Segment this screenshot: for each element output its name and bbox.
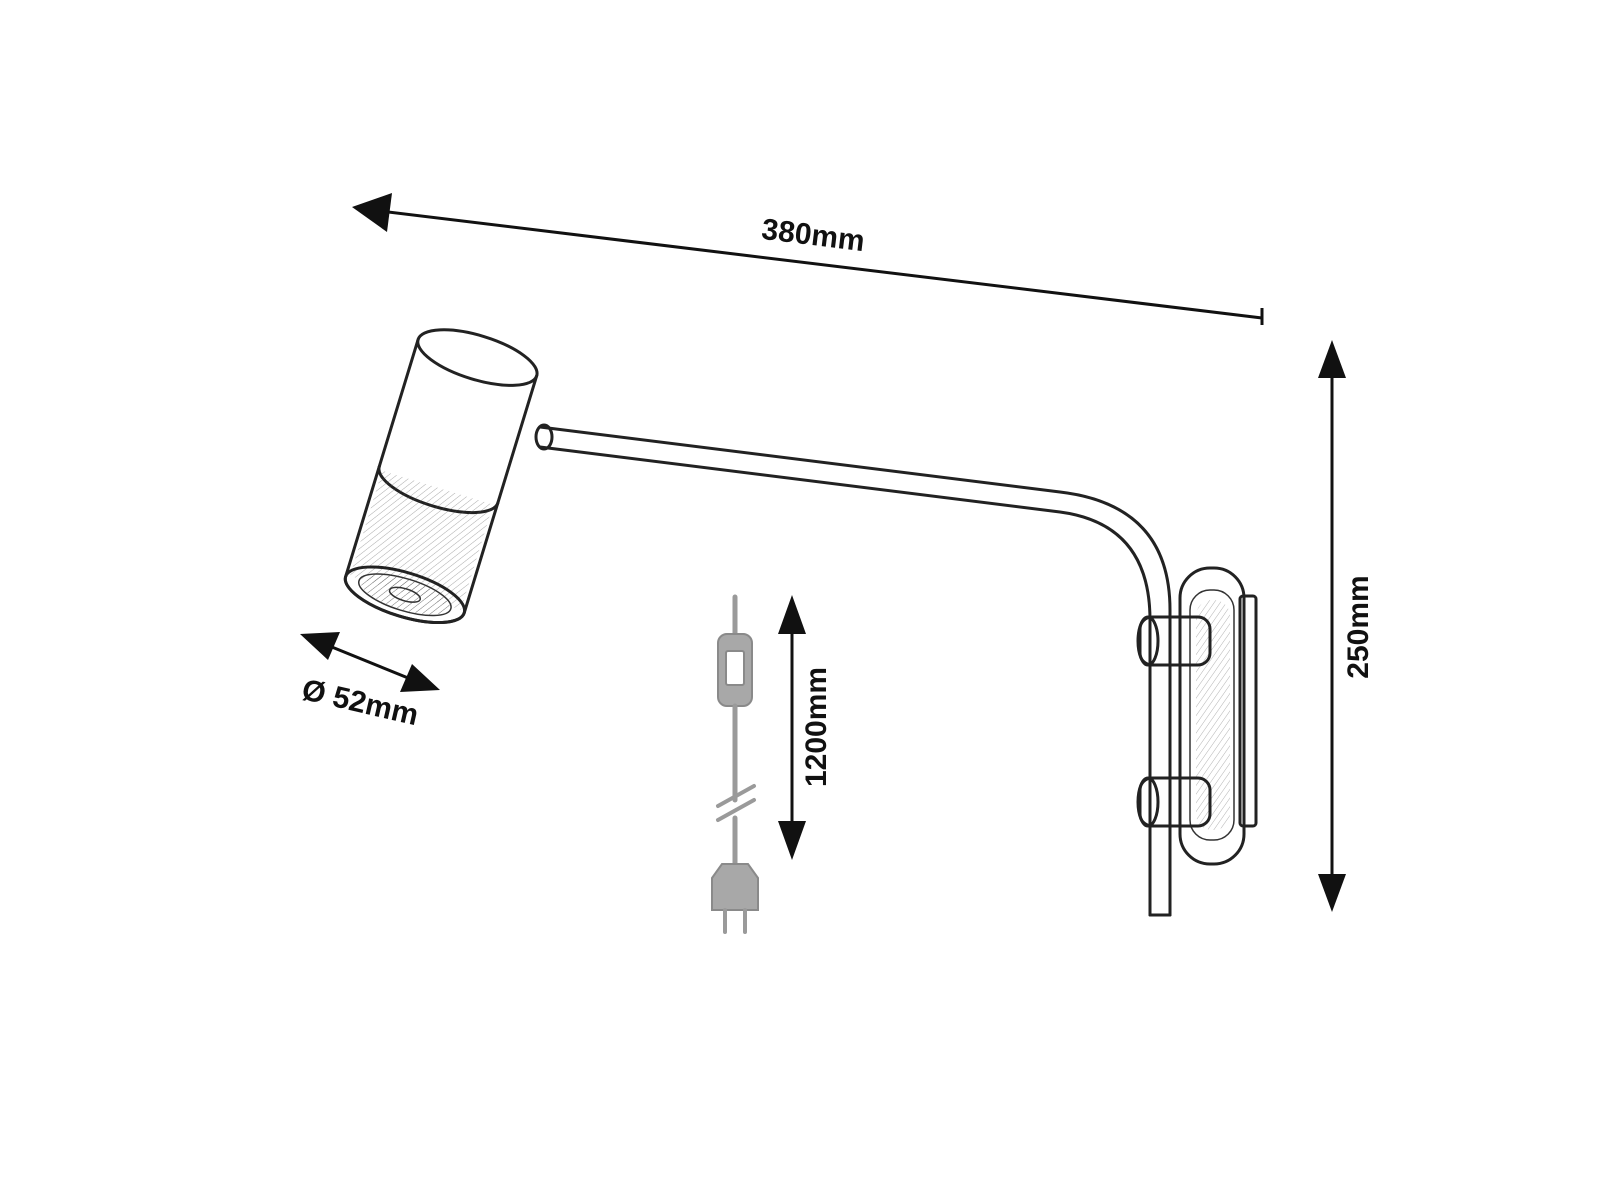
lamp-head-top — [416, 328, 539, 387]
diameter-arrowhead-right — [400, 664, 440, 692]
lamp-bulb-center — [388, 586, 422, 603]
diameter-dimension: Ø 52mm — [299, 632, 440, 732]
lamp-bulb-ring — [358, 573, 452, 617]
cable-arrowhead-top — [778, 595, 806, 634]
wall-plate — [1178, 566, 1258, 866]
length-dimension: 380mm — [352, 193, 1264, 325]
length-label: 380mm — [760, 213, 867, 258]
cable-dimension: 1200mm — [778, 595, 833, 860]
height-dimension: 250mm — [1318, 340, 1375, 912]
lamp-bulb-texture — [360, 575, 450, 615]
mounting-knob-bottom — [1136, 776, 1212, 828]
length-arrowhead — [352, 193, 392, 232]
mounting-knob-top — [1136, 615, 1212, 667]
length-dimension-line — [379, 209, 1263, 320]
lamp-arm — [538, 425, 1172, 917]
diameter-dimension-line — [321, 641, 419, 684]
cord-break-icon — [716, 784, 756, 822]
diameter-arrowhead-left — [300, 632, 340, 660]
lamp-head-rim — [343, 565, 467, 625]
diameter-label: Ø 52mm — [299, 673, 422, 732]
inline-switch-button — [725, 650, 745, 686]
lamp-head — [343, 328, 539, 625]
height-label: 250mm — [1342, 575, 1375, 678]
wall-plate-back — [1238, 594, 1258, 828]
wall-plate-front — [1178, 566, 1246, 866]
lamp-arm-joint — [534, 423, 554, 451]
cable-label: 1200mm — [800, 667, 833, 787]
height-arrowhead-bottom — [1318, 874, 1346, 912]
cable-arrowhead-bottom — [778, 821, 806, 860]
height-arrowhead-top — [1318, 340, 1346, 378]
plug-icon — [711, 863, 759, 934]
power-cord — [711, 594, 759, 934]
wall-plate-texture — [1196, 600, 1230, 830]
wall-lamp — [343, 328, 1258, 917]
